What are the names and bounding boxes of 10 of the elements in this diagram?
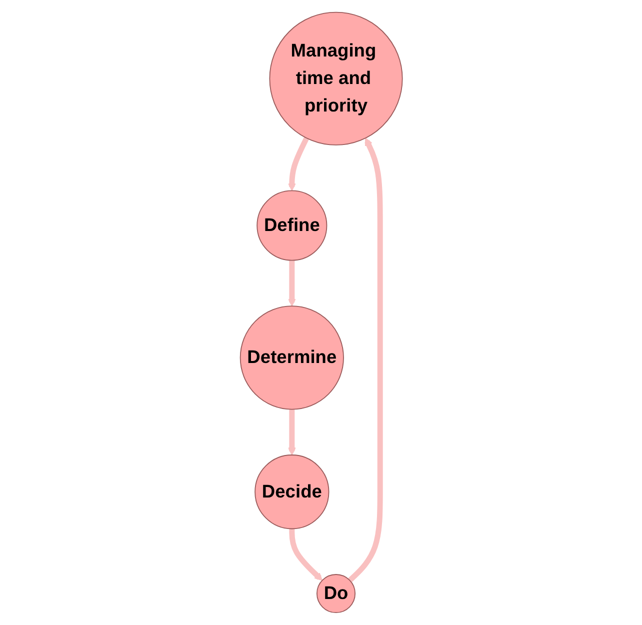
node-circle: Decide [254,454,329,530]
arrow [288,260,296,306]
arrow [288,409,296,456]
node-circle: Do [316,574,356,614]
node-circle: Managing time and priority [268,12,402,146]
arrow [348,138,383,582]
arrow [288,136,309,192]
node-circle: Define [256,190,327,261]
node-circle: Determine [240,306,344,410]
arrow [288,528,322,581]
